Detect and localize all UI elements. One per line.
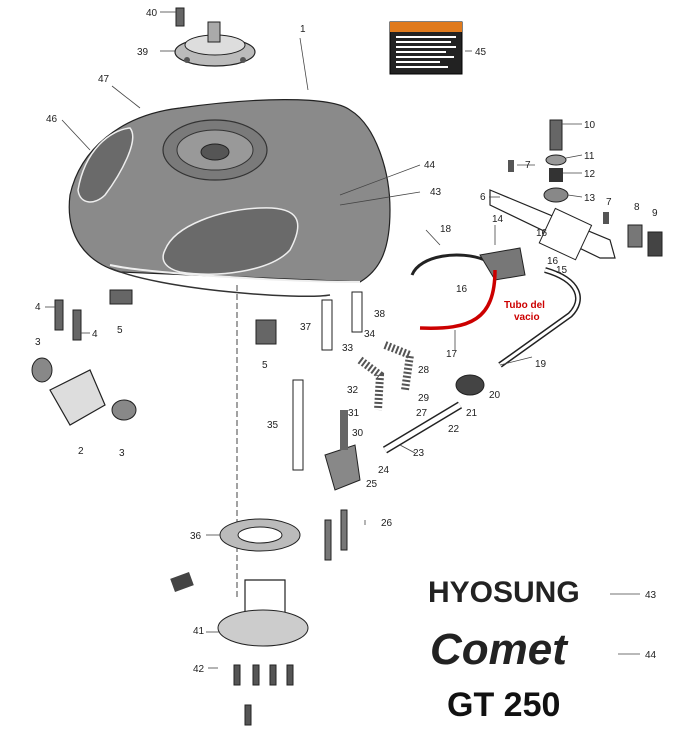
callout-16a: 16: [536, 228, 548, 239]
callout-35: 35: [267, 420, 279, 431]
callout-22: 22: [448, 424, 460, 435]
callout-10: 10: [584, 120, 596, 131]
callout-9: 9: [652, 208, 658, 219]
callout-16b: 16: [547, 256, 559, 267]
callout-34: 34: [364, 329, 376, 340]
callout-8: 8: [634, 202, 640, 213]
callout-25: 25: [366, 479, 378, 490]
callout-31: 31: [348, 408, 360, 419]
callout-19: 19: [535, 359, 547, 370]
callout-44: 44: [424, 160, 436, 171]
callout-36: 36: [190, 531, 202, 542]
callout-3: 3: [35, 337, 41, 348]
callout-17: 17: [446, 349, 458, 360]
annotation-line-1: Tubo del: [504, 300, 545, 311]
vacuum-hose: [419, 269, 497, 330]
callout-38: 38: [374, 309, 386, 320]
callout-13: 13: [584, 193, 596, 204]
brand-maker: HYOSUNG: [428, 576, 580, 609]
callout-16c: 16: [456, 284, 468, 295]
callout-11: 11: [584, 151, 595, 162]
callout-47: 47: [98, 74, 110, 85]
rear-bracket: [489, 119, 663, 261]
callout-24: 24: [378, 465, 390, 476]
model-code: GT 250: [447, 686, 560, 724]
callout-7: 7: [525, 160, 531, 171]
callout-5: 5: [117, 325, 123, 336]
callout-27: 27: [416, 408, 428, 419]
leader-lines: [45, 11, 640, 669]
front-mount: [31, 289, 277, 426]
callout-43: 43: [430, 187, 442, 198]
callout-40: 40: [146, 8, 158, 19]
callout-23: 23: [413, 448, 425, 459]
bolt-40: [175, 7, 185, 27]
part-numbers: 40 39 1 47 46 45 10 11 12 13 7 6 7 8 9 4…: [35, 8, 658, 675]
fuel-system: [292, 247, 581, 561]
fuel-tank: [68, 99, 391, 298]
callout-29: 29: [418, 393, 430, 404]
callout-45: 45: [475, 47, 487, 58]
callout-28: 28: [418, 365, 430, 376]
callout-20: 20: [489, 390, 501, 401]
fuel-pump: [170, 285, 309, 726]
annotation-line-2: vacio: [514, 312, 540, 323]
callout-37: 37: [300, 322, 312, 333]
callout-46: 46: [46, 114, 58, 125]
callout-39: 39: [137, 47, 149, 58]
warning-label: [389, 21, 463, 75]
brand-model: Comet: [430, 625, 569, 674]
callout-5b: 5: [262, 360, 268, 371]
callout-3b: 3: [119, 448, 125, 459]
callout-15: 15: [556, 265, 568, 276]
callout-26: 26: [381, 518, 393, 529]
callout-6: 6: [480, 192, 486, 203]
callout-43b: 43: [645, 590, 657, 601]
callout-4b: 4: [92, 329, 98, 340]
callout-44b: 44: [645, 650, 657, 661]
callout-1: 1: [300, 24, 306, 35]
callout-21: 21: [466, 408, 478, 419]
callout-2: 2: [78, 446, 84, 457]
callout-12: 12: [584, 169, 596, 180]
callout-14: 14: [492, 214, 504, 225]
callout-7b: 7: [606, 197, 612, 208]
callout-41: 41: [193, 626, 205, 637]
fuel-cap: [174, 21, 256, 67]
callout-18: 18: [440, 224, 452, 235]
callout-4: 4: [35, 302, 41, 313]
callout-30: 30: [352, 428, 364, 439]
callout-33: 33: [342, 343, 354, 354]
callout-32: 32: [347, 385, 359, 396]
callout-42: 42: [193, 664, 205, 675]
